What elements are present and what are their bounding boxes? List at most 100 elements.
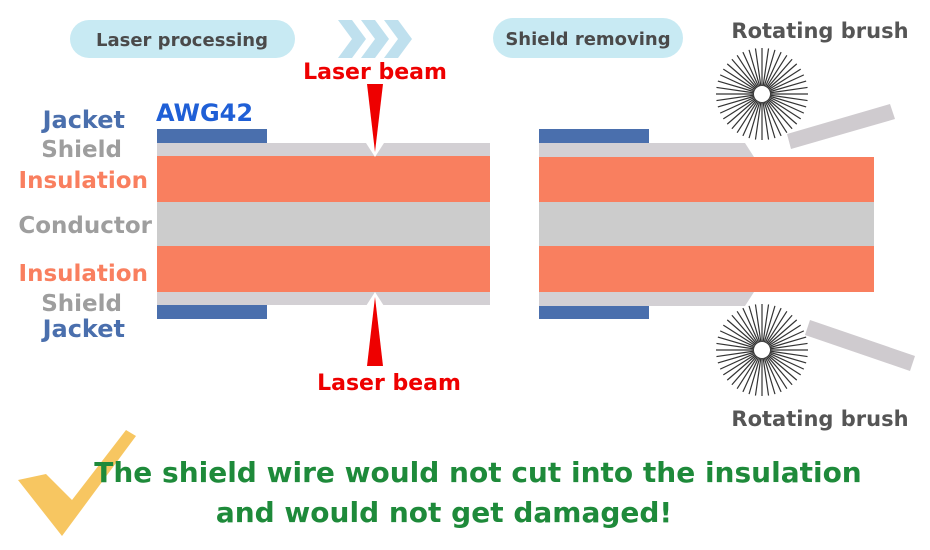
label-shield-top: Shield [41,137,122,163]
brush-bristle [716,94,755,102]
shield-bottom-left [157,292,490,305]
brush-bristle [769,342,808,350]
brush-bristle [766,355,793,386]
brush-bristle [722,68,756,91]
brush-bristle [717,351,755,364]
brush-bristle [722,324,756,347]
brush-bristle [754,304,762,343]
brush-bristle [764,307,782,343]
brush-bristle [769,96,805,114]
label-jacket-bottom: Jacket [41,315,125,343]
laser-label-top: Laser beam [303,60,447,85]
brush-bristle [719,96,755,114]
jacket-bottom-right [539,306,649,319]
brush-bristle [736,310,759,344]
brush-bristle [769,95,807,108]
brush-bristle [726,63,757,90]
label-insulation-top: Insulation [19,168,148,194]
brush-bristle [767,98,798,125]
brush-bristle [769,330,805,348]
brush-bristle [736,54,759,88]
brush-bristle [754,101,762,140]
laser-label-bottom: Laser beam [317,371,461,396]
brush-bristle [763,305,776,343]
brush-bristle [716,342,755,350]
brush-bristle [726,98,757,125]
brush-bristle [717,95,755,108]
brush-bristle [754,357,762,396]
brush-bristle [766,58,793,89]
brush-bristle [765,54,788,88]
brush-bristle [767,319,798,346]
shield-top-right [539,143,754,157]
cable-shield-removing [539,129,874,319]
chevron-arrows-icon [338,20,412,58]
brush-bristle [764,357,782,393]
rotating-brush-icon [716,304,808,396]
brush-bristle [748,49,761,87]
step-label-laser-processing: Laser processing [96,30,268,51]
laser-beam-bottom [367,297,383,366]
label-shield-bottom: Shield [41,291,122,317]
brush-bristle [762,101,770,140]
laser-beam-top [367,84,383,152]
brush-bristle [768,97,802,120]
shield-bottom-right [539,292,754,306]
brush-bristle [764,51,782,87]
brush-bristle [767,354,798,381]
label-conductor: Conductor [18,213,152,239]
brush-bristle [719,352,755,370]
brush-bristle [719,330,755,348]
brush-bristle [766,314,793,345]
brush-bristle [742,307,760,343]
label-insulation-bottom: Insulation [19,261,148,287]
rotating-brush-icon [716,48,808,140]
brush-bristle [754,48,762,87]
brush-bristle [769,80,807,93]
brush-bristle [762,304,770,343]
brush-bristle [768,353,802,376]
brush-bristle [748,357,761,395]
brush-bristle [748,101,761,139]
label-jacket-top: Jacket [41,106,125,134]
step-pill-shield-removing [493,18,683,58]
brush-bristle [716,350,755,358]
brush-bristle [719,74,755,92]
cable-laser-processing [157,129,490,319]
jacket-bottom-left [157,305,267,319]
brush-bristle [726,354,757,381]
shield-top-left [157,143,490,156]
brush-bristle [765,310,788,344]
brush-bristle [717,80,755,93]
brush-bristle [765,356,788,390]
brush-bristle [769,86,808,94]
brush-bristle [726,319,757,346]
step-pill-laser-processing [70,20,295,58]
brush-bristle [742,51,760,87]
jacket-top-right [539,129,649,143]
brush-bristle [767,63,798,90]
conclusion-line-1: The shield wire would not cut into the i… [94,456,861,489]
brush-bristle [762,48,770,87]
brush-bristle [762,357,770,396]
brush-bristle [769,351,807,364]
brush-bristle [717,336,755,349]
conductor-right [539,202,874,246]
brush-arm-top [787,104,895,149]
conductor-left [157,202,490,246]
insulation-top-right [539,157,874,202]
brush-bristle [742,101,760,137]
insulation-bottom-right [539,246,874,292]
brush-bristle [765,100,788,134]
brush-bristle [766,99,793,130]
brush-bristle [736,356,759,390]
brush-bristle [763,357,776,395]
brush-bristle [769,336,807,349]
gauge-label: AWG42 [156,99,253,127]
brush-bristle [769,352,805,370]
brush-bristle [768,68,802,91]
brush-bristle [763,101,776,139]
insulation-bottom-left [157,246,490,292]
brush-bristle [736,100,759,134]
